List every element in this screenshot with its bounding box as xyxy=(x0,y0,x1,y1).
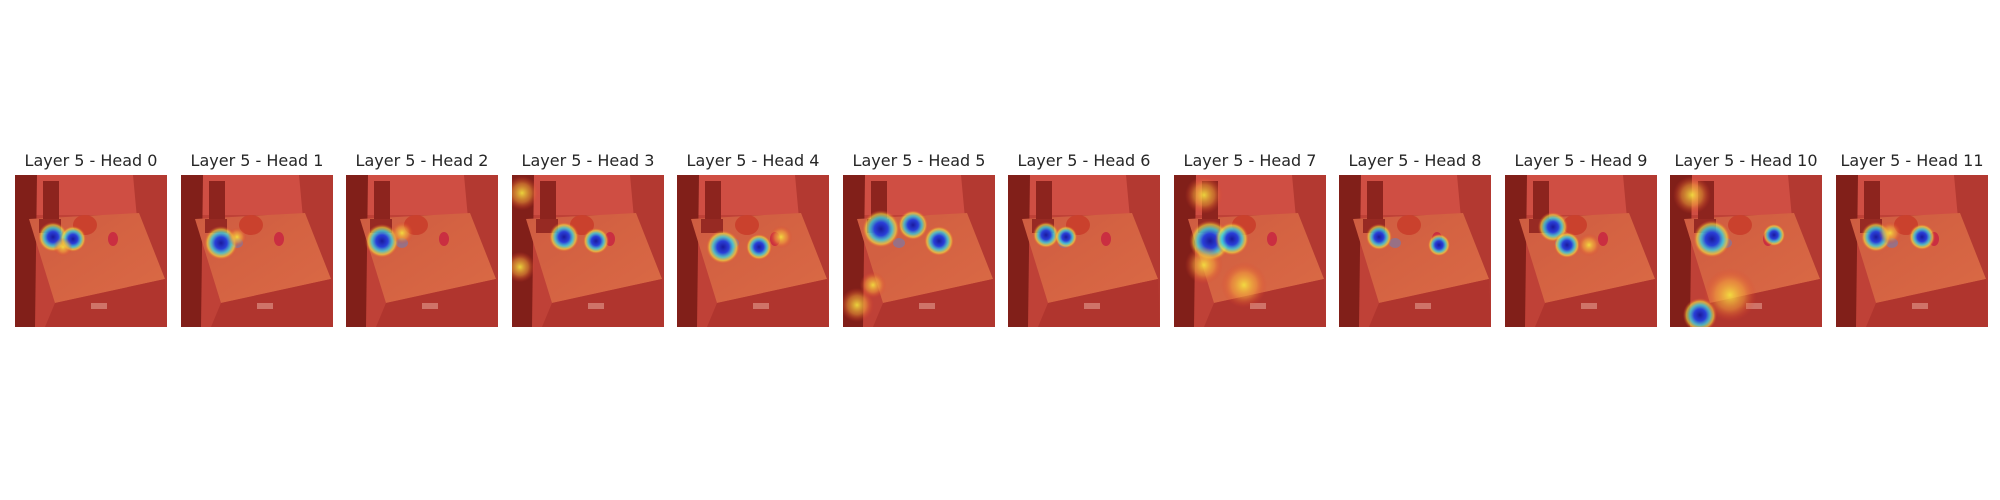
attention-hotspot xyxy=(1908,223,1936,251)
attention-hotspot xyxy=(548,221,580,253)
attention-heatmap-image xyxy=(15,175,167,327)
attention-hotspot xyxy=(512,251,536,283)
attention-heatmap-image xyxy=(843,175,995,327)
panel-title: Layer 5 - Head 9 xyxy=(1514,151,1648,170)
attention-hotspot xyxy=(769,225,793,249)
attention-hotspot xyxy=(1427,233,1451,257)
heatmap-panel-head-4: Layer 5 - Head 4 xyxy=(677,149,829,327)
heatmap-panel-head-7: Layer 5 - Head 7 xyxy=(1174,149,1326,327)
attention-heatmap-image xyxy=(181,175,333,327)
attention-hotspot xyxy=(512,175,540,211)
panel-title: Layer 5 - Head 6 xyxy=(1017,151,1151,170)
attention-hotspot xyxy=(390,221,414,245)
attention-hotspot xyxy=(1221,262,1267,308)
panel-title: Layer 5 - Head 11 xyxy=(1840,151,1984,170)
attention-heatmap-image xyxy=(1836,175,1988,327)
panel-title: Layer 5 - Head 7 xyxy=(1183,151,1317,170)
attention-hotspot xyxy=(1032,221,1060,249)
panel-title: Layer 5 - Head 3 xyxy=(521,151,655,170)
attention-hotspot xyxy=(897,209,929,241)
heatmap-panel-head-1: Layer 5 - Head 1 xyxy=(181,149,333,327)
attention-hotspot xyxy=(227,227,247,247)
attention-heatmap-image xyxy=(1505,175,1657,327)
attention-hotspot xyxy=(859,271,887,299)
attention-heatmap-image xyxy=(1670,175,1822,327)
attention-hotspot xyxy=(1673,176,1711,214)
heatmap-panel-head-3: Layer 5 - Head 3 xyxy=(512,149,664,327)
attention-heatmap-image xyxy=(1008,175,1160,327)
attention-heatmap-image xyxy=(346,175,498,327)
panel-title: Layer 5 - Head 5 xyxy=(852,151,986,170)
attention-hotspot xyxy=(1762,223,1786,247)
panel-title: Layer 5 - Head 4 xyxy=(686,151,820,170)
attention-hotspot xyxy=(862,210,900,248)
heatmap-panel-head-8: Layer 5 - Head 8 xyxy=(1339,149,1491,327)
heatmap-panel-head-5: Layer 5 - Head 5 xyxy=(843,149,995,327)
attention-heatmap-image xyxy=(512,175,664,327)
heatmap-panel-head-6: Layer 5 - Head 6 xyxy=(1008,149,1160,327)
attention-hotspot xyxy=(1185,246,1223,284)
heatmap-panel-head-9: Layer 5 - Head 9 xyxy=(1505,149,1657,327)
attention-heatmap-image xyxy=(1339,175,1491,327)
attention-hotspot xyxy=(745,233,773,261)
attention-hotspot xyxy=(1054,225,1078,249)
attention-hotspot xyxy=(1693,220,1731,258)
attention-heatmap-image xyxy=(1174,175,1326,327)
heatmap-panel-head-10: Layer 5 - Head 10 xyxy=(1670,149,1822,327)
attention-hotspot xyxy=(1553,231,1581,259)
heatmap-panel-head-11: Layer 5 - Head 11 xyxy=(1836,149,1988,327)
attention-hotspot xyxy=(1365,223,1393,251)
panel-title: Layer 5 - Head 10 xyxy=(1674,151,1818,170)
attention-hotspot xyxy=(582,227,610,255)
attention-hotspot xyxy=(1577,233,1601,257)
attention-hotspot xyxy=(1185,176,1223,214)
panel-title: Layer 5 - Head 2 xyxy=(355,151,489,170)
attention-hotspot xyxy=(364,223,400,259)
attention-hotspot xyxy=(1703,268,1757,322)
attention-hotspot xyxy=(53,237,73,257)
attention-hotspot xyxy=(1878,221,1902,245)
heatmap-panel-head-2: Layer 5 - Head 2 xyxy=(346,149,498,327)
attention-hotspot xyxy=(1214,221,1250,257)
panel-title: Layer 5 - Head 8 xyxy=(1348,151,1482,170)
attention-heatmap-image xyxy=(677,175,829,327)
panel-title: Layer 5 - Head 0 xyxy=(24,151,158,170)
heatmap-panel-head-0: Layer 5 - Head 0 xyxy=(15,149,167,327)
attention-hotspot xyxy=(923,225,955,257)
panel-title: Layer 5 - Head 1 xyxy=(190,151,324,170)
attention-hotspot xyxy=(705,229,741,265)
